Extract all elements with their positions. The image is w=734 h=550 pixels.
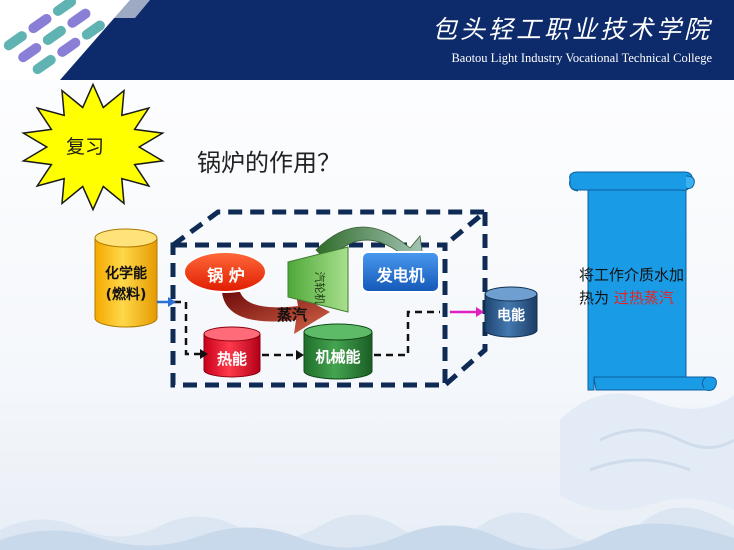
fuel-label-line2: (燃料) [105,287,147,303]
scroll-line1: 将工作介质水加 [579,266,685,284]
college-name-en: Baotou Light Industry Vocational Technic… [451,51,712,65]
superheated-steam-highlight: 过热蒸汽 [613,289,674,307]
electric-energy-label: 电能 [497,308,525,324]
review-badge-label: 复习 [66,136,105,158]
turbine-label: 汽轮机 [313,271,326,305]
fuel-label-line1: 化学能 [105,266,147,282]
dna-logo-icon [0,0,150,80]
generator-label: 发电机 [376,266,425,285]
header-bar: 包头轻工职业技术学院 Baotou Light Industry Vocatio… [0,0,734,80]
college-name-cn: 包头轻工职业技术学院 [431,15,712,44]
question-title: 锅炉的作用？ [197,149,341,177]
starburst-badge-icon [21,82,165,212]
mechanical-energy-label: 机械能 [315,348,361,366]
heat-energy-label: 热能 [216,350,247,368]
scroll-line2-prefix: 热为 [579,289,614,307]
scroll-shape-icon [569,171,717,391]
steam-label: 蒸汽 [276,306,307,324]
boiler-label: 锅 炉 [207,266,245,285]
scroll-text: 将工作介质水加 热为 过热蒸汽 [579,264,714,310]
scroll-line2: 热为 过热蒸汽 [579,287,714,310]
